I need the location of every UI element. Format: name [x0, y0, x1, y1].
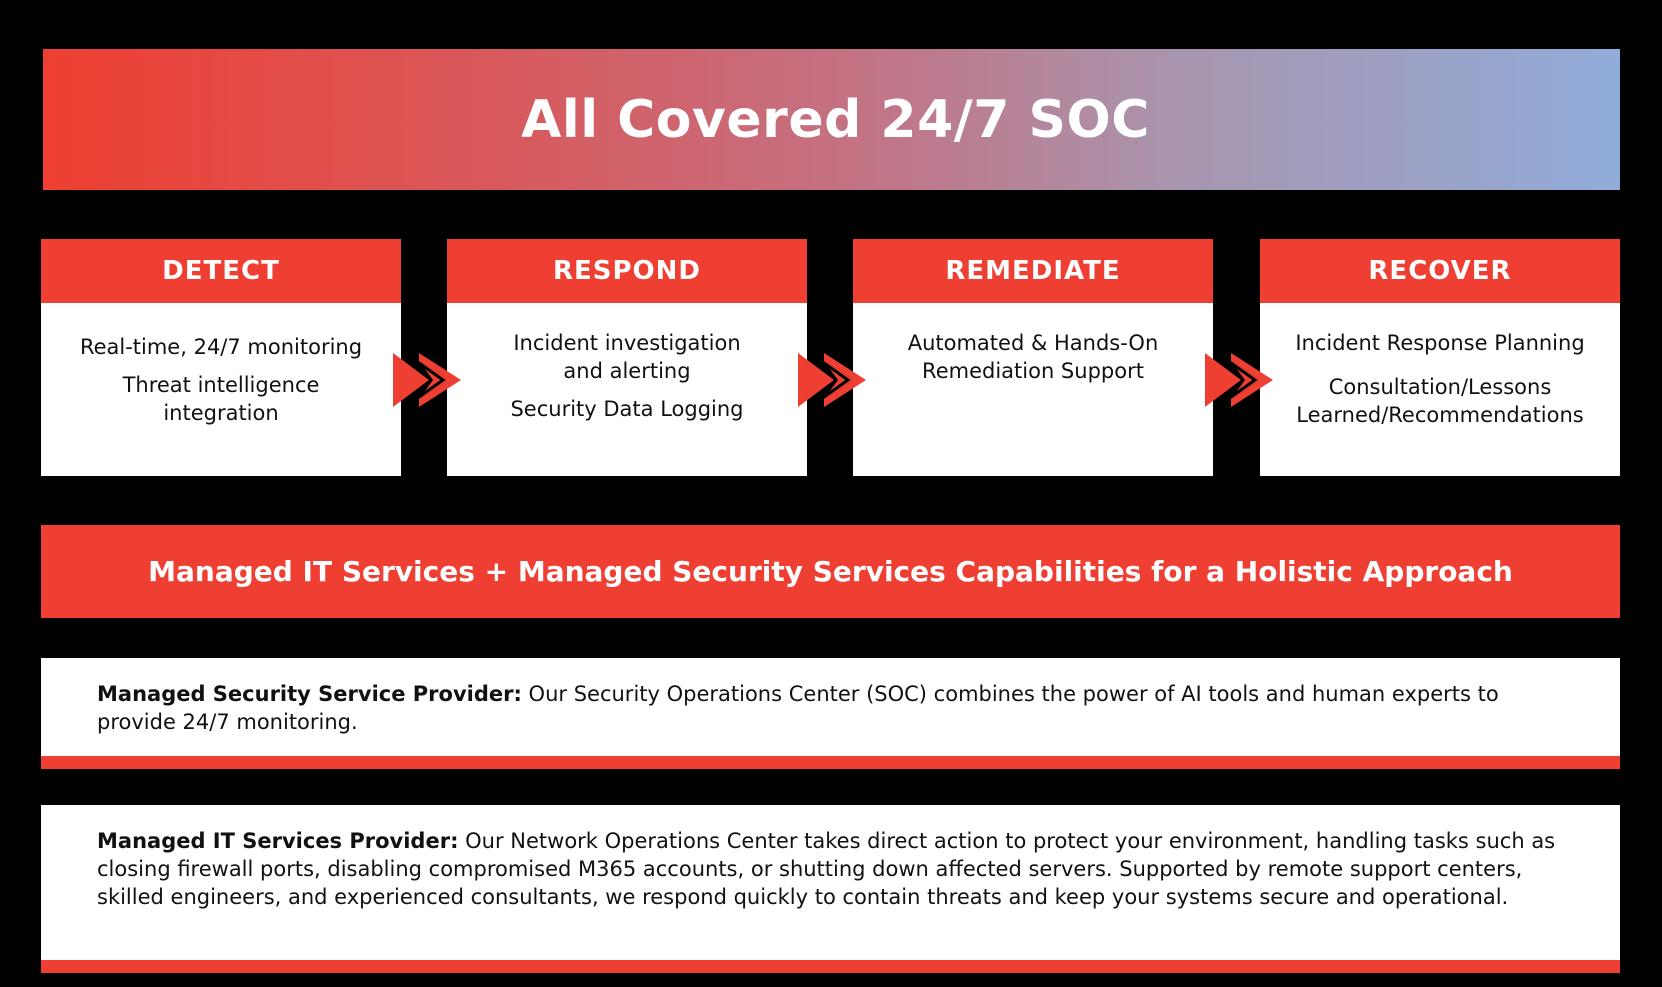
stage-header: REMEDIATE — [853, 239, 1213, 303]
stage-item: Incident investigation and alerting — [513, 331, 741, 383]
double-chevron-right-icon — [393, 353, 461, 407]
stage-body: Incident Response Planning Consultation/… — [1260, 303, 1620, 429]
provider-description: Managed IT Services Provider: Our Networ… — [97, 827, 1580, 911]
stage-card-remediate: REMEDIATE Automated & Hands-On Remediati… — [853, 239, 1213, 476]
provider-card-mssp: Managed Security Service Provider: Our S… — [41, 658, 1620, 769]
stage-card-recover: RECOVER Incident Response Planning Consu… — [1260, 239, 1620, 476]
stage-item: Automated & Hands-On Remediation Support — [907, 331, 1159, 383]
stage-card-detect: DETECT Real-time, 24/7 monitoring Threat… — [41, 239, 401, 476]
provider-description: Managed Security Service Provider: Our S… — [97, 680, 1580, 736]
provider-label: Managed Security Service Provider: — [97, 682, 522, 706]
stage-header: RECOVER — [1260, 239, 1620, 303]
title-banner: All Covered 24/7 SOC — [43, 49, 1620, 190]
holistic-approach-text: Managed IT Services + Managed Security S… — [148, 555, 1513, 588]
stage-item: Security Data Logging — [510, 397, 744, 421]
stage-item: Real-time, 24/7 monitoring — [79, 335, 363, 359]
stage-header: RESPOND — [447, 239, 807, 303]
provider-text: Our Network Operations Center takes dire… — [97, 829, 1556, 909]
double-chevron-right-icon — [1205, 353, 1273, 407]
stage-body: Real-time, 24/7 monitoring Threat intell… — [41, 303, 401, 427]
stage-item: Threat intelligence integration — [122, 373, 320, 425]
provider-label: Managed IT Services Provider: — [97, 829, 459, 853]
stage-item: Consultation/Lessons Learned/Recommendat… — [1296, 375, 1584, 427]
stage-item: Incident Response Planning — [1295, 331, 1585, 355]
stage-body: Incident investigation and alerting Secu… — [447, 303, 807, 423]
holistic-approach-banner: Managed IT Services + Managed Security S… — [41, 525, 1620, 618]
stage-body: Automated & Hands-On Remediation Support — [853, 303, 1213, 385]
provider-card-msp: Managed IT Services Provider: Our Networ… — [41, 805, 1620, 973]
stage-header: DETECT — [41, 239, 401, 303]
double-chevron-right-icon — [798, 353, 866, 407]
provider-text: Our Security Operations Center (SOC) com… — [97, 682, 1499, 734]
stage-card-respond: RESPOND Incident investigation and alert… — [447, 239, 807, 476]
page-title: All Covered 24/7 SOC — [521, 89, 1150, 150]
